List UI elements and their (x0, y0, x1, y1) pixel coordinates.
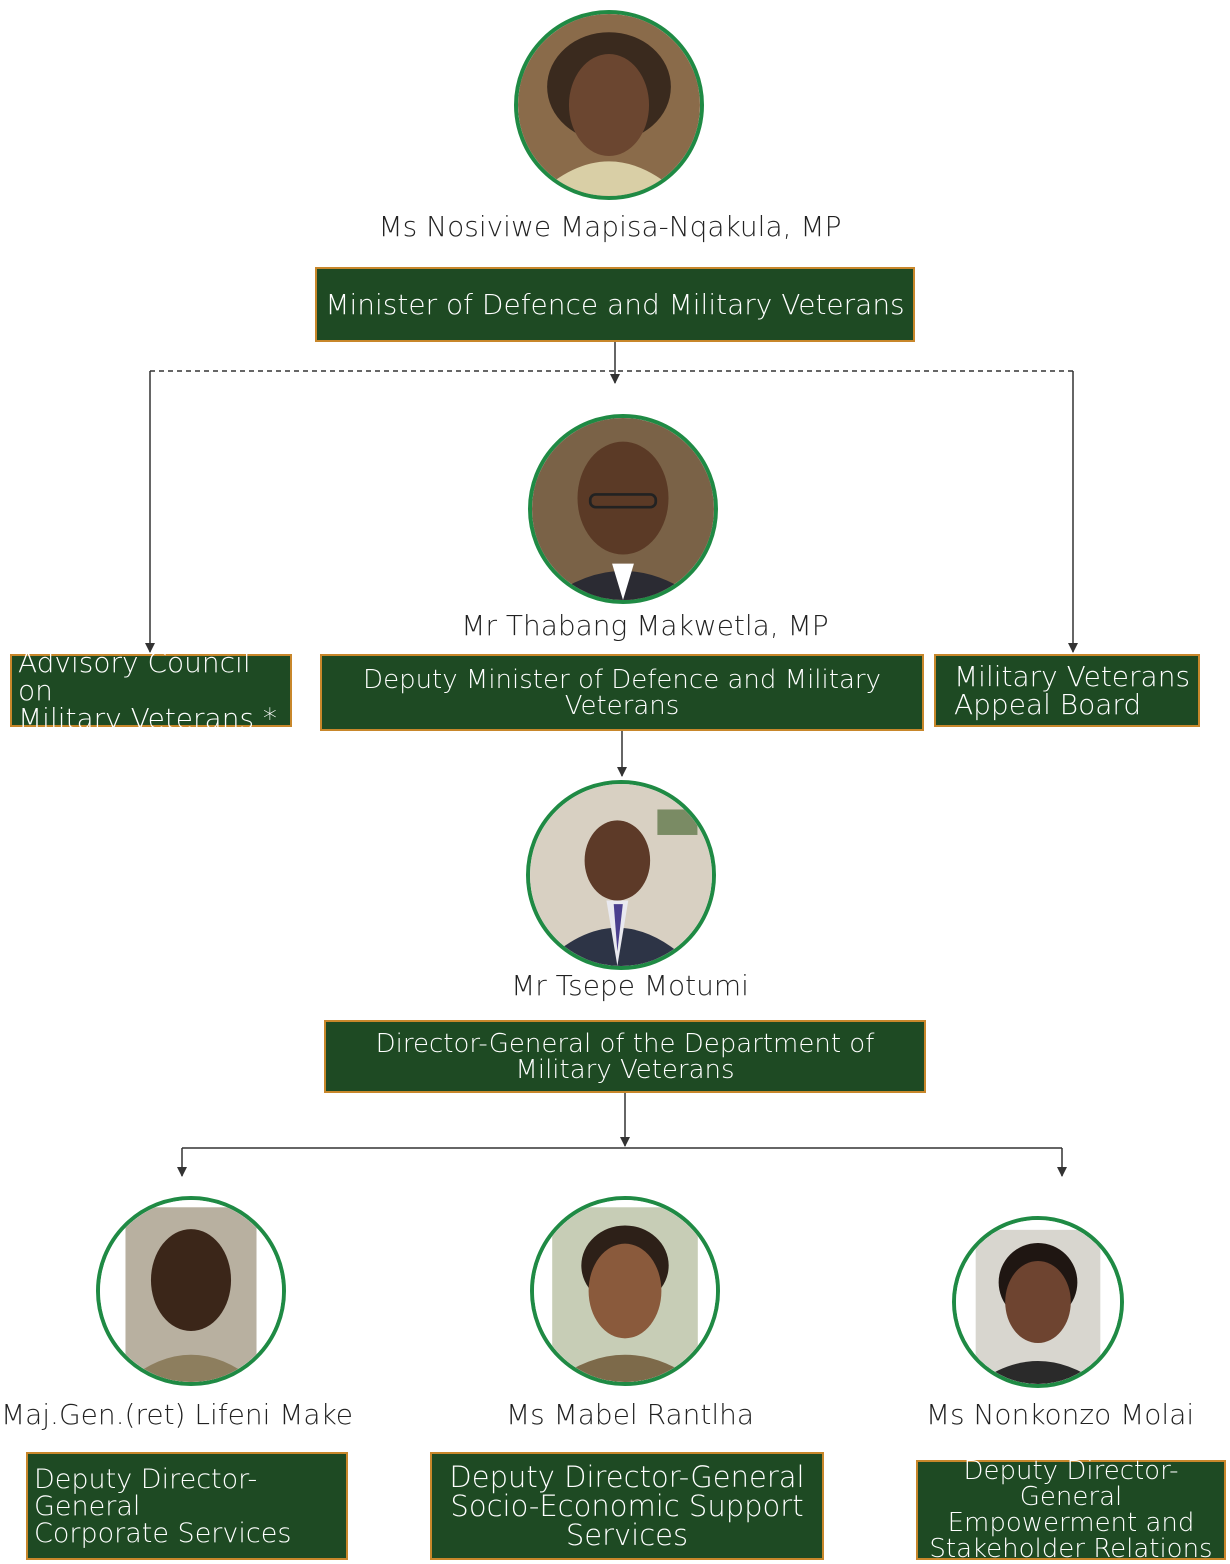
ddg-socio-name: Ms Mabel Rantlha (505, 1398, 755, 1431)
ddg-socio-photo (530, 1196, 720, 1386)
director-general-line-2: Military Veterans (515, 1054, 735, 1085)
person-avatar-icon (518, 14, 700, 196)
ddg-corporate-name: Maj.Gen.(ret) Lifeni Make (0, 1398, 354, 1431)
ddg-corporate-line-1: Deputy Director-General (34, 1463, 258, 1522)
ddg-socio-title-box: Deputy Director-General Socio-Economic S… (430, 1452, 824, 1560)
advisory-line-2: Military Veterans * (18, 701, 277, 735)
person-avatar-icon (532, 418, 714, 600)
ddg-corporate-title-box: Deputy Director-General Corporate Servic… (26, 1452, 348, 1560)
appeal-board-box: Military Veterans Appeal Board (934, 654, 1200, 727)
ddg-empowerment-line-1: Deputy Director-General (963, 1456, 1179, 1512)
director-general-title-box: Director-General of the Department of Mi… (324, 1020, 926, 1093)
appeal-board-line-1: Military Veterans (954, 659, 1191, 693)
deputy-minister-title-box: Deputy Minister of Defence and Military … (320, 654, 924, 731)
ddg-empowerment-line-3: Stakeholder Relations (929, 1534, 1213, 1564)
minister-title-box: Minister of Defence and Military Veteran… (315, 267, 915, 342)
person-avatar-icon (534, 1200, 716, 1382)
ddg-socio-line-1: Deputy Director-General (449, 1459, 805, 1494)
ddg-empowerment-photo (952, 1216, 1124, 1388)
ddg-socio-line-3: Services (565, 1517, 689, 1552)
person-avatar-icon (100, 1200, 282, 1382)
ddg-socio-line-2: Socio-Economic Support (450, 1488, 804, 1523)
ddg-empowerment-title-box: Deputy Director-General Empowerment and … (916, 1456, 1226, 1564)
ddg-empowerment-name: Ms Nonkonzo Molai (925, 1398, 1195, 1431)
ddg-corporate-line-2: Corporate Services (34, 1517, 292, 1549)
advisory-council-box: Advisory Council on Military Veterans * (10, 648, 292, 732)
appeal-board-line-2: Appeal Board (954, 687, 1142, 721)
director-general-line-1: Director-General of the Department of (375, 1028, 875, 1059)
minister-title: Minister of Defence and Military Veteran… (325, 287, 905, 321)
ddg-corporate-photo (96, 1196, 286, 1386)
deputy-minister-title: Deputy Minister of Defence and Military … (363, 664, 881, 721)
deputy-minister-photo (528, 414, 718, 604)
person-avatar-icon (956, 1220, 1120, 1384)
ddg-empowerment-line-2: Empowerment and (947, 1508, 1195, 1538)
person-avatar-icon (530, 784, 712, 966)
director-general-name: Mr Tsepe Motumi (511, 969, 749, 1002)
minister-name: Ms Nosiviwe Mapisa-Nqakula, MP (378, 210, 842, 243)
minister-photo (514, 10, 704, 200)
director-general-photo (526, 780, 716, 970)
advisory-line-1: Advisory Council on (18, 645, 251, 707)
deputy-minister-name: Mr Thabang Makwetla, MP (461, 609, 829, 642)
